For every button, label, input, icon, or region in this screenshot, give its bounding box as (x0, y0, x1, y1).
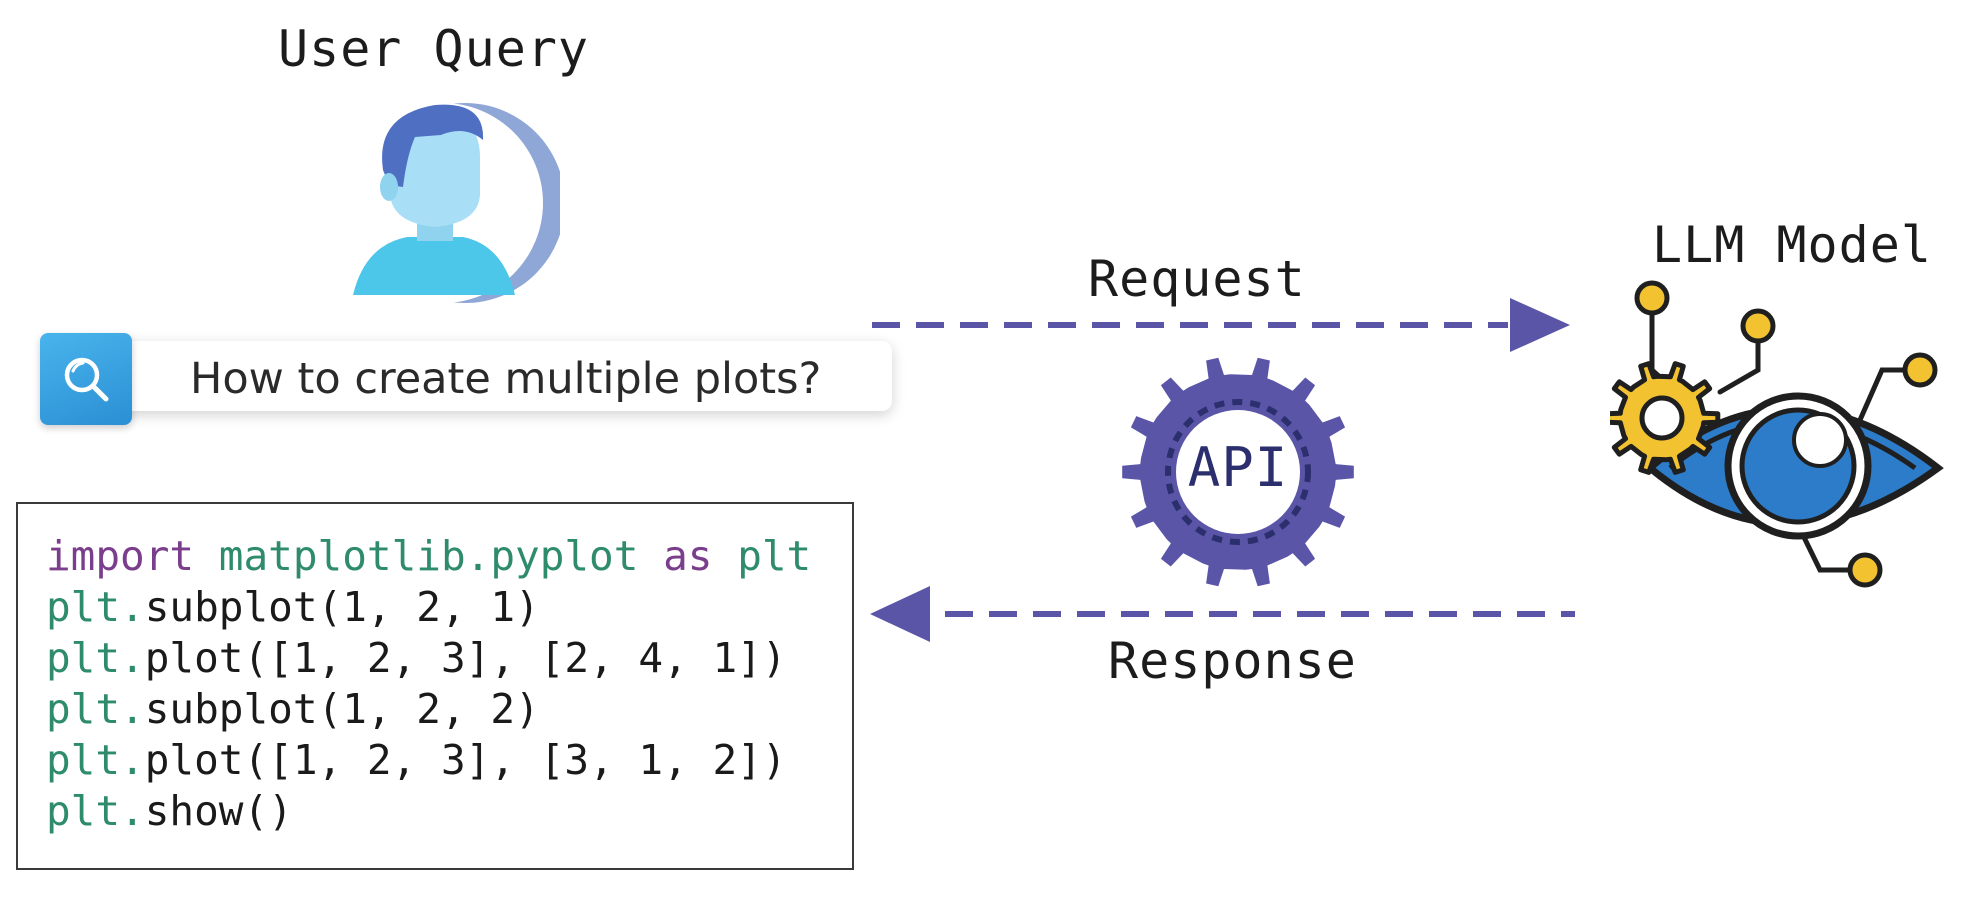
search-bar[interactable]: How to create multiple plots? (40, 333, 892, 425)
response-arrowhead (870, 586, 930, 642)
search-icon (64, 357, 109, 402)
code-token: plt. (46, 583, 145, 631)
response-label: Response (1108, 632, 1357, 690)
code-token: plt. (46, 634, 145, 682)
code-token: matplotlib.pyplot (218, 532, 664, 580)
code-line: plt.show() (46, 787, 293, 835)
user-avatar-icon (345, 103, 560, 303)
code-token: import (46, 532, 219, 580)
code-line: plt.subplot(1, 2, 2) (46, 685, 540, 733)
gear-icon (1122, 357, 1354, 587)
llm-model-title: LLM Model (1652, 216, 1932, 274)
code-token: plt. (46, 736, 145, 784)
code-token: plot([1, 2, 3], [2, 4, 1]) (144, 634, 787, 682)
code-token: subplot(1, 2, 2) (144, 685, 540, 733)
request-label: Request (1088, 250, 1306, 308)
code-token: plt. (46, 685, 145, 733)
search-input[interactable]: How to create multiple plots? (100, 341, 892, 411)
robotic-eye-icon (1610, 280, 1944, 588)
code-line: plt.plot([1, 2, 3], [2, 4, 1]) (46, 634, 787, 682)
user-query-title: User Query (278, 20, 590, 78)
code-token: plt (737, 532, 812, 580)
query-text: How to create multiple plots? (190, 354, 822, 404)
code-line: plt.plot([1, 2, 3], [3, 1, 2]) (46, 736, 787, 784)
request-arrowhead (1510, 298, 1570, 352)
code-line: plt.subplot(1, 2, 1) (46, 583, 540, 631)
code-token: show() (144, 787, 293, 835)
code-token: as (663, 532, 738, 580)
code-token: plot([1, 2, 3], [3, 1, 2]) (144, 736, 787, 784)
api-label: API (1187, 436, 1289, 499)
search-button[interactable] (40, 333, 132, 425)
code-token: subplot(1, 2, 1) (144, 583, 540, 631)
code-token: plt. (46, 787, 145, 835)
code-line: import matplotlib.pyplot as plt (46, 532, 811, 580)
